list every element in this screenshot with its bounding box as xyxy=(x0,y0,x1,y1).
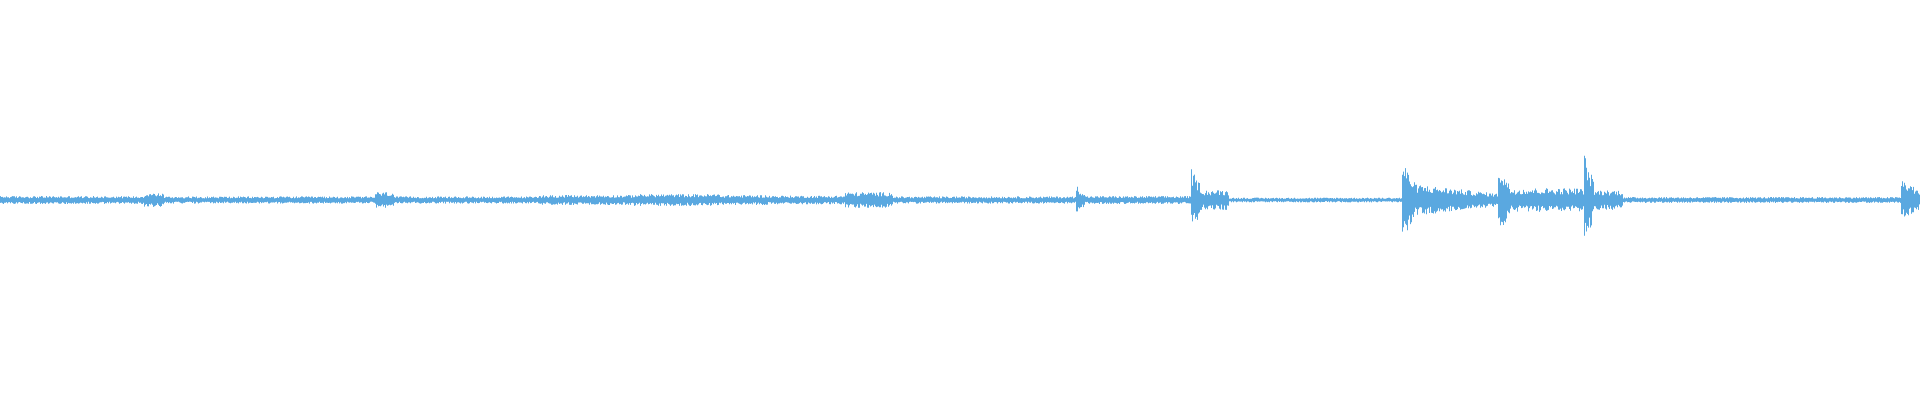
waveform-trace xyxy=(0,155,1920,236)
